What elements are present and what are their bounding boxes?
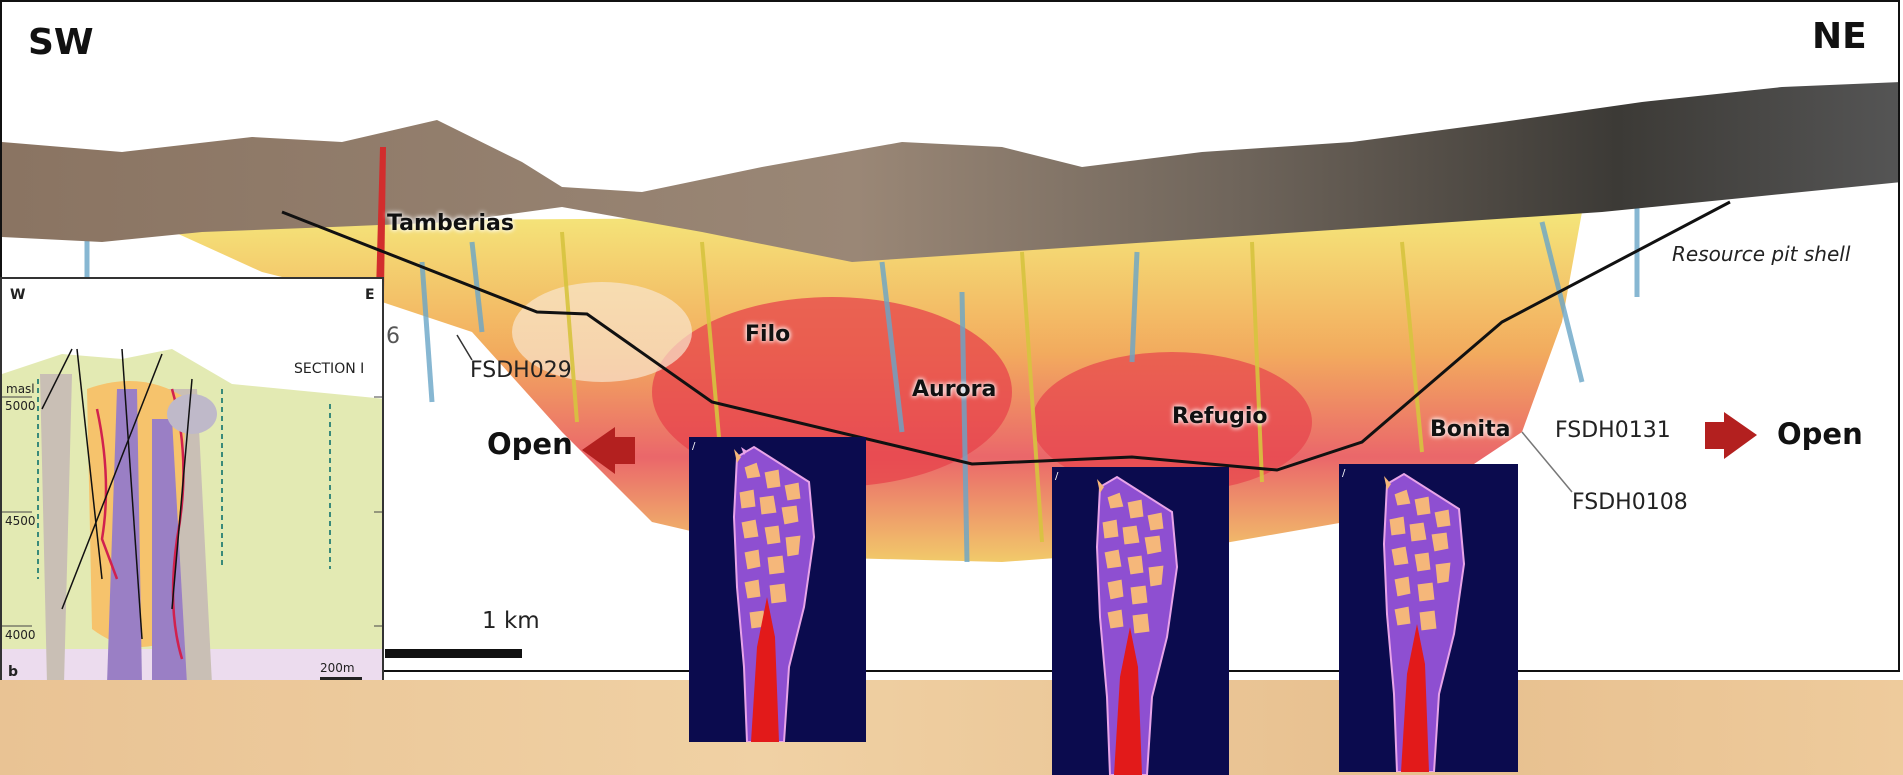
zone-tamberias: Tamberias (387, 211, 514, 236)
zone-filo: Filo (745, 322, 790, 347)
zone-bonita: Bonita (1430, 417, 1510, 442)
direction-sw: SW (28, 22, 94, 63)
inset-elev-4500: 4500 (5, 514, 36, 528)
partial-drillhole-label: 6 (386, 324, 400, 349)
scale-bar (385, 649, 522, 658)
pit-shell-label: Resource pit shell (1672, 242, 1850, 266)
inset-elev-5000: 5000 (5, 399, 36, 413)
drillhole-fsdh0131: FSDH0131 (1555, 418, 1671, 443)
open-arrow-right (1705, 412, 1757, 459)
scale-label: 1 km (482, 608, 540, 634)
sand-ground (0, 680, 1903, 775)
inset-scale-label: 200m (320, 661, 355, 675)
breccia-pipe-3: / (1339, 464, 1518, 772)
open-label-right: Open (1777, 417, 1863, 451)
inset-section: W E SECTION I masl 5000 4500 4000 b 200m (0, 277, 384, 682)
inset-unit: masl (6, 382, 35, 396)
drillhole-fsdh029: FSDH029 (470, 358, 572, 383)
breccia-pipe-2: / (1052, 467, 1229, 775)
open-label-left: Open (487, 427, 573, 461)
zone-refugio: Refugio (1172, 404, 1268, 429)
inset-title: SECTION I (294, 361, 364, 377)
inset-elev-4000: 4000 (5, 628, 36, 642)
breccia-pipe-1: / (689, 437, 866, 742)
direction-ne: NE (1812, 16, 1867, 57)
inset-graphic (2, 279, 384, 682)
drillhole-fsdh0108: FSDH0108 (1572, 490, 1688, 515)
zone-aurora: Aurora (912, 377, 996, 402)
inset-dir-w: W (10, 287, 25, 303)
inset-dir-e: E (365, 287, 375, 303)
inset-panel-label: b (8, 664, 18, 680)
